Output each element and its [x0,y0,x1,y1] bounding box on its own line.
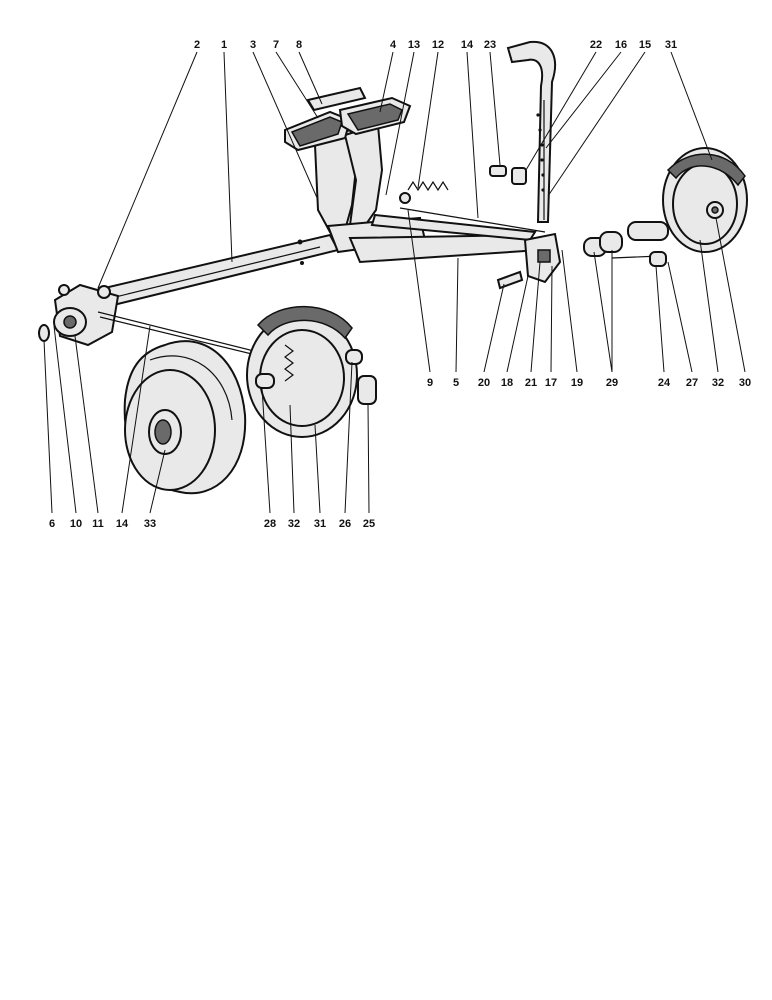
left-brake-shoes [246,305,377,438]
callout-7: 7 [273,39,279,51]
callout-9: 9 [427,377,433,389]
callout-18: 18 [501,377,513,389]
callout-5: 5 [453,377,459,389]
callout-29: 29 [606,377,618,389]
callout-25: 25 [363,518,375,530]
left-shaft-bracket [38,283,120,347]
callout-23: 23 [484,39,496,51]
callout-31-bottom: 31 [314,518,326,530]
callout-16: 16 [615,39,627,51]
right-bushes [583,221,669,267]
callout-14-top: 14 [461,39,474,51]
callout-32-left: 32 [288,518,300,530]
callout-leader-lines [43,51,746,514]
callout-21: 21 [525,377,537,389]
callout-26: 26 [339,518,351,530]
callout-19: 19 [571,377,583,389]
callout-30: 30 [739,377,751,389]
brake-drum [123,340,247,495]
brake-pedal-right [338,96,412,136]
callout-6: 6 [49,518,55,530]
callout-17: 17 [545,377,557,389]
callout-31-top: 31 [665,39,677,51]
callout-14-bottom: 14 [116,518,129,530]
callout-11: 11 [92,518,104,530]
callout-33: 33 [144,518,156,530]
callout-10: 10 [70,518,82,530]
right-brake-shoes [662,147,748,253]
callout-15: 15 [639,39,651,51]
callout-24: 24 [658,377,671,389]
callout-27: 27 [686,377,698,389]
callout-1: 1 [221,39,227,51]
callout-4: 4 [390,39,397,51]
callout-2: 2 [194,39,200,51]
right-brake-rod [399,207,546,233]
callout-22: 22 [590,39,602,51]
left-brake-rod [97,311,265,358]
callout-12: 12 [432,39,444,51]
callout-28: 28 [264,518,276,530]
brake-pedal-left [284,110,352,152]
pedal-pad-top [306,86,367,112]
return-spring [399,180,449,204]
callout-20: 20 [478,377,490,389]
lever-base-bracket [496,232,562,290]
ratchet-spring [489,165,527,185]
handbrake-lever [506,40,556,223]
callout-8: 8 [296,39,302,51]
callout-32-right: 32 [712,377,724,389]
callout-numbers: 2 1 3 8 7 4 13 12 14 23 22 16 15 31 9 5 … [49,39,751,530]
rear-cross-member [348,213,542,264]
callout-13: 13 [408,39,420,51]
callout-3: 3 [250,39,256,51]
